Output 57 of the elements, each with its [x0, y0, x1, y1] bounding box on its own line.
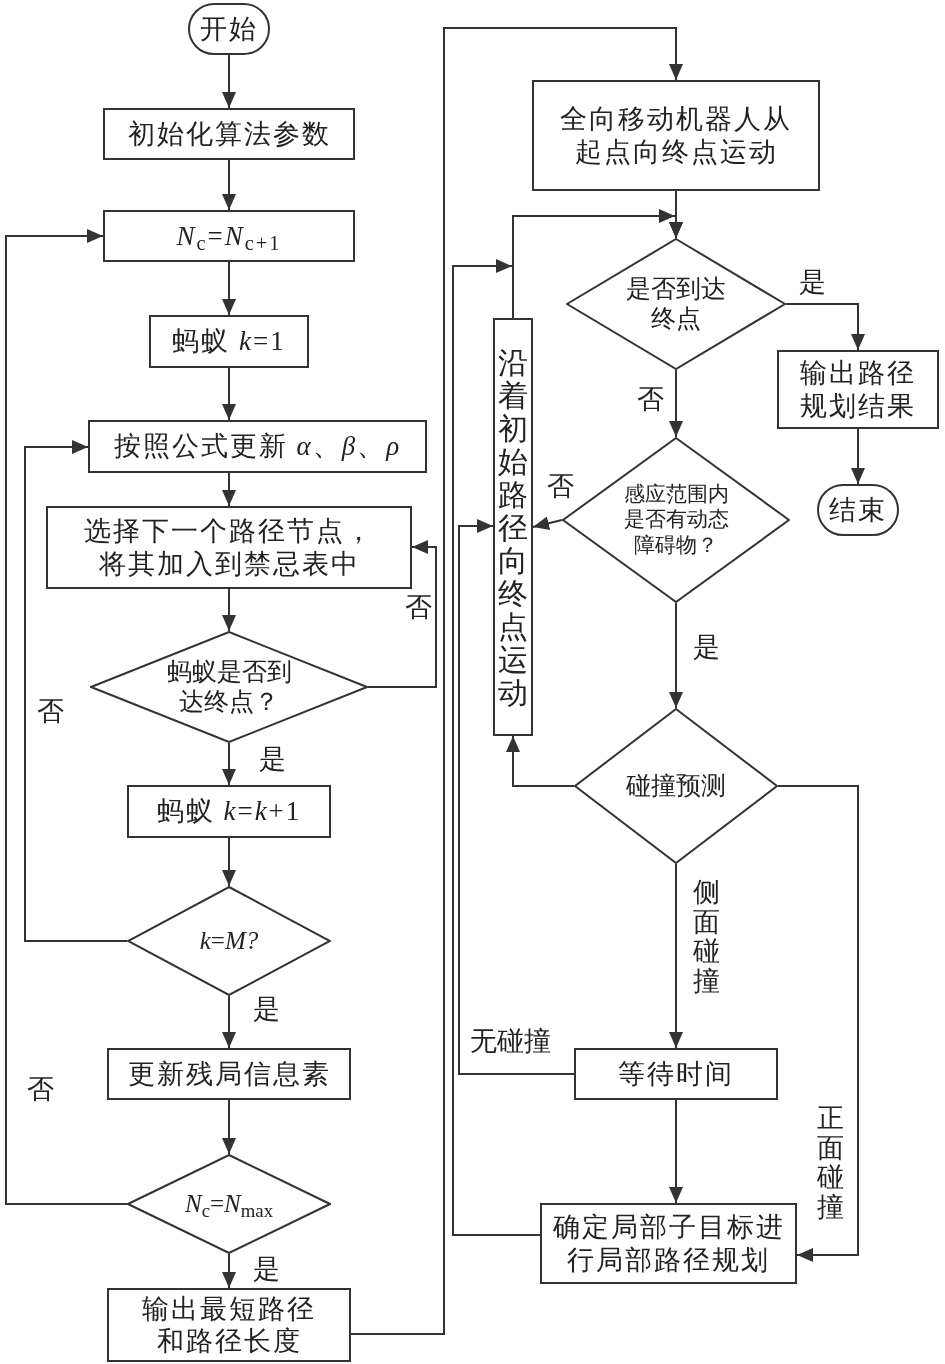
terminal-box: 开始: [188, 3, 270, 55]
process-box: 沿着初始路径向终点运动: [493, 318, 533, 736]
edge-label: 正面碰撞: [816, 1103, 844, 1223]
edge-label: 否: [34, 697, 66, 727]
arrow: [222, 1099, 236, 1155]
arrow: [669, 1099, 683, 1204]
arrow: [222, 54, 236, 109]
arrow: [222, 1253, 236, 1289]
edge-label: 是: [250, 1255, 282, 1285]
arrow: [669, 369, 683, 438]
edge-label: 是: [796, 268, 828, 298]
decision-diamond: 碰撞预测: [574, 708, 778, 864]
arrow: [5, 229, 128, 1205]
process-box: 确定局部子目标进行局部路径规划: [540, 1203, 797, 1284]
arrow: [222, 995, 236, 1049]
arrow: [222, 837, 236, 887]
process-box: 输出最短路径和路径长度: [107, 1288, 351, 1362]
arrow: [222, 367, 236, 421]
arrow: [24, 440, 128, 942]
decision-diamond: k=M?: [127, 886, 331, 996]
arrow: [506, 735, 575, 787]
decision-diamond: N$_{c}$=N$_{max}$: [127, 1154, 331, 1254]
edge-label: 侧面碰撞: [692, 877, 720, 997]
edge-label: 否: [634, 385, 666, 415]
arrow: [669, 863, 683, 1049]
decision-diamond: 蚂蚁是否到达终点？: [90, 631, 368, 743]
arrow: [458, 519, 575, 1075]
arrow: [785, 303, 865, 351]
process-box: 蚂蚁 k=1: [149, 315, 309, 368]
process-box: 蚂蚁 k=k+1: [127, 785, 331, 838]
process-box: 选择下一个路径节点，将其加入到禁忌表中: [46, 506, 412, 589]
edge-label: 否: [402, 593, 434, 623]
process-box: 等待时间: [574, 1048, 778, 1100]
process-box: 按照公式更新 α、β、ρ: [88, 420, 427, 473]
arrow: [367, 540, 437, 688]
process-box: 初始化算法参数: [103, 108, 355, 160]
edge-label: 是: [256, 745, 288, 775]
decision-diamond: 是否到达终点: [566, 238, 786, 370]
arrow: [222, 588, 236, 632]
terminal-box: 结束: [817, 484, 899, 536]
edge-label: 是: [690, 633, 722, 663]
edge-label: 否: [544, 472, 576, 502]
arrow: [222, 742, 236, 786]
process-box: N$_{c}$=N$_{c+1}$: [103, 210, 355, 262]
arrow: [777, 785, 859, 1262]
process-box: 输出路径规划结果: [777, 350, 939, 429]
arrow: [532, 516, 563, 531]
edge-label: 是: [250, 995, 282, 1025]
arrow: [669, 602, 683, 709]
arrow: [222, 472, 236, 507]
arrow: [222, 159, 236, 211]
arrow: [851, 428, 865, 485]
process-box: 更新残局信息素: [107, 1048, 351, 1100]
edge-label: 否: [24, 1075, 56, 1105]
process-box: 全向移动机器人从起点向终点运动: [532, 80, 820, 191]
arrow: [350, 27, 683, 1335]
arrow: [222, 261, 236, 316]
